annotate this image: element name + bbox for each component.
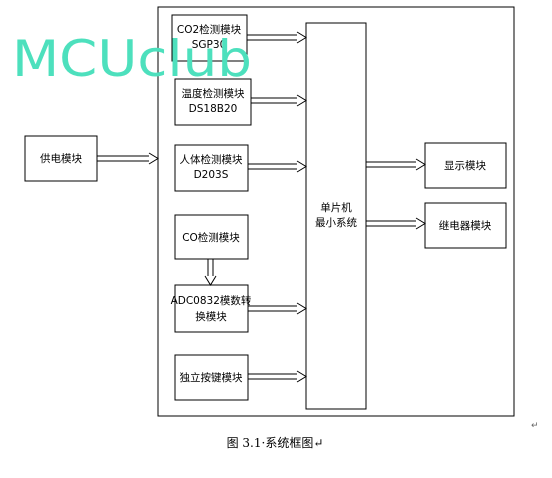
mcu-sublabel: 最小系统 <box>315 216 357 229</box>
paragraph-mark: ↵ <box>531 421 539 431</box>
arrow-temperature-to-mcu <box>251 94 307 107</box>
key-module-label: 独立按键模块 <box>180 371 243 384</box>
arrow-mcu-to-display <box>366 158 426 171</box>
relay-module-label: 继电器模块 <box>439 219 492 232</box>
mcu-label: 单片机 <box>320 201 352 214</box>
adc-module-sublabel: 换模块 <box>195 310 227 323</box>
human-detection-module-sublabel: D203S <box>194 169 229 181</box>
co-module-label: CO检测模块 <box>182 231 240 244</box>
adc-module-label: ADC0832模数转 <box>171 294 252 307</box>
arrow-co2-to-mcu <box>247 31 307 44</box>
display-module-block: 显示模块 <box>424 142 507 189</box>
co2-module-label: CO2检测模块 <box>177 23 242 36</box>
power-module-block: 供电模块 <box>24 135 98 182</box>
co2-module-block: CO2检测模块 SGP30 <box>171 14 248 62</box>
key-module-block: 独立按键模块 <box>174 354 249 401</box>
co-module-block: CO检测模块 <box>174 214 249 260</box>
co2-module-sublabel: SGP30 <box>192 39 227 51</box>
mcuclub-watermark: MCUclub <box>12 30 252 88</box>
temperature-module-sublabel: DS18B20 <box>189 103 238 115</box>
temperature-module-label: 温度检测模块 <box>182 87 245 100</box>
power-module-label: 供电模块 <box>40 152 82 165</box>
arrow-key-to-mcu <box>248 370 307 383</box>
arrow-human-to-mcu <box>248 160 307 173</box>
arrow-power-to-system <box>97 152 159 165</box>
human-detection-module-label: 人体检测模块 <box>180 153 243 166</box>
system-frame <box>157 6 515 417</box>
adc-module-block: ADC0832模数转 换模块 <box>171 284 252 333</box>
arrow-co-to-adc <box>204 259 217 286</box>
arrow-mcu-to-relay <box>366 217 426 230</box>
mcu-block: 单片机 最小系统 <box>305 22 367 410</box>
temperature-module-block: 温度检测模块 DS18B20 <box>174 78 252 126</box>
display-module-label: 显示模块 <box>444 160 486 172</box>
figure-caption: 图 3.1·系统框图↵ <box>227 436 324 450</box>
relay-module-block: 继电器模块 <box>424 202 507 249</box>
arrow-adc-to-mcu <box>248 302 307 315</box>
human-detection-module-block: 人体检测模块 D203S <box>174 144 249 192</box>
